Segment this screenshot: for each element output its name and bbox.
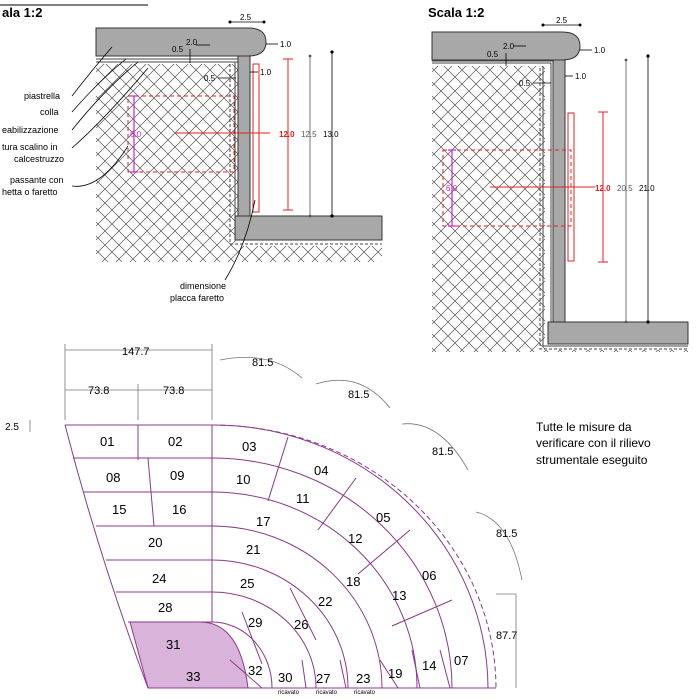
step-label: 33 (186, 669, 200, 684)
dim-height-a-left: 12.5 (301, 130, 317, 139)
dim-light-width-right: 6.0 (446, 184, 458, 193)
ricavato-label: ricavato (316, 690, 338, 696)
dim-layer-right: 2.0 (503, 42, 515, 51)
note: Tutte le misure da verificare con il ril… (536, 420, 651, 467)
scale-label-left: ala 1:2 (2, 5, 42, 20)
step-label: 07 (454, 653, 468, 668)
dim-riser-thk-left: 1.0 (260, 68, 272, 77)
dim-half-right: 73.8 (163, 385, 184, 397)
step-label: 15 (112, 502, 126, 517)
step-label: 05 (376, 510, 390, 525)
step-label: 18 (346, 574, 360, 589)
section-left: 6.0 12.0 12.5 13.0 2.5 2.0 0.5 1.0 0.5 1… (2, 13, 383, 303)
ricavato-labels: ricavato ricavato ricavato (278, 690, 376, 696)
section-right: 6.0 12.0 20.5 21.0 2.5 2.0 0.5 1.0 0.5 1… (431, 16, 689, 352)
step-label: 09 (170, 468, 184, 483)
step-label: 24 (152, 571, 166, 586)
step-label: 06 (422, 568, 436, 583)
step-label: 17 (256, 514, 270, 529)
dim-top-width-right: 2.5 (556, 16, 568, 25)
dim-nose-left: 1.0 (280, 40, 292, 49)
step-label: 31 (166, 637, 180, 652)
step-label: 21 (246, 542, 260, 557)
step-label: 16 (172, 502, 186, 517)
dim-plate-height-right: 12.0 (595, 184, 611, 193)
dim-height-b-right: 21.0 (639, 184, 655, 193)
label-plate-1: dimensione (180, 281, 226, 291)
label-pass-2: hetta o faretto (2, 187, 58, 197)
dim-gap-left: 0.5 (172, 45, 184, 54)
label-structure-2: calcestruzzo (14, 154, 64, 164)
step-label: 25 (240, 576, 254, 591)
dim-top-width-left: 2.5 (240, 13, 252, 22)
step-label: 26 (294, 617, 308, 632)
dim-half-left: 73.8 (88, 385, 109, 397)
dim-arc-1: 81.5 (252, 357, 273, 369)
dim-plate-height-left: 12.0 (279, 130, 295, 139)
dim-total-width: 147.7 (122, 346, 150, 358)
step-label: 10 (236, 472, 250, 487)
dim-side-gap: 2.5 (5, 422, 19, 433)
step-label: 11 (296, 491, 310, 506)
step-label: 32 (248, 663, 262, 678)
dim-layer-left: 2.0 (186, 38, 198, 47)
stair-plan (64, 424, 497, 689)
step-label: 23 (356, 671, 370, 686)
dim-height-a-right: 20.5 (617, 184, 633, 193)
step-label: 30 (278, 670, 292, 685)
step-label: 03 (242, 439, 256, 454)
dim-riser-gap-right: 0.5 (519, 79, 531, 88)
dim-nose-right: 1.0 (594, 46, 606, 55)
step-label: 08 (106, 470, 120, 485)
scale-label-right: Scala 1:2 (428, 5, 484, 20)
dim-arc-4: 81.5 (496, 528, 517, 540)
label-waterproof: eabilizzazione (2, 125, 59, 135)
step-label: 04 (314, 463, 328, 478)
dim-arc-3: 81.5 (432, 446, 453, 458)
ricavato-label: ricavato (278, 690, 300, 696)
label-plate-2: placca faretto (170, 293, 224, 303)
dim-gap-right: 0.5 (487, 50, 499, 59)
step-label: 13 (392, 588, 406, 603)
note-line-2: verificare con il rilievo (536, 436, 651, 450)
step-numbers: 01 02 03 04 05 06 07 08 09 10 11 12 13 1… (100, 434, 468, 686)
dim-arc-2: 81.5 (348, 389, 369, 401)
dim-light-width-left: 6.0 (130, 130, 142, 139)
ricavato-label: ricavato (354, 690, 376, 696)
step-label: 01 (100, 434, 114, 449)
label-tile: piastrella (24, 91, 60, 101)
note-line-1: Tutte le misure da (536, 420, 632, 434)
label-glue: colla (40, 107, 59, 117)
step-label: 14 (422, 658, 436, 673)
step-label: 02 (168, 434, 182, 449)
step-label: 19 (388, 666, 402, 681)
step-label: 12 (348, 531, 362, 546)
step-label: 29 (248, 615, 262, 630)
dim-bottom-height: 87.7 (496, 630, 517, 642)
label-structure-1: tura scalino in (2, 142, 58, 152)
label-pass-1: passante con (10, 175, 64, 185)
step-label: 20 (148, 535, 162, 550)
step-label: 22 (318, 594, 332, 609)
step-label: 27 (316, 671, 330, 686)
step-label: 28 (158, 600, 172, 615)
dim-riser-thk-right: 1.0 (575, 72, 587, 81)
plan-dimensions (29, 344, 523, 688)
dim-riser-gap-left: 0.5 (204, 74, 216, 83)
note-line-3: strumentale eseguito (536, 453, 648, 467)
dim-height-b-left: 13.0 (323, 130, 339, 139)
